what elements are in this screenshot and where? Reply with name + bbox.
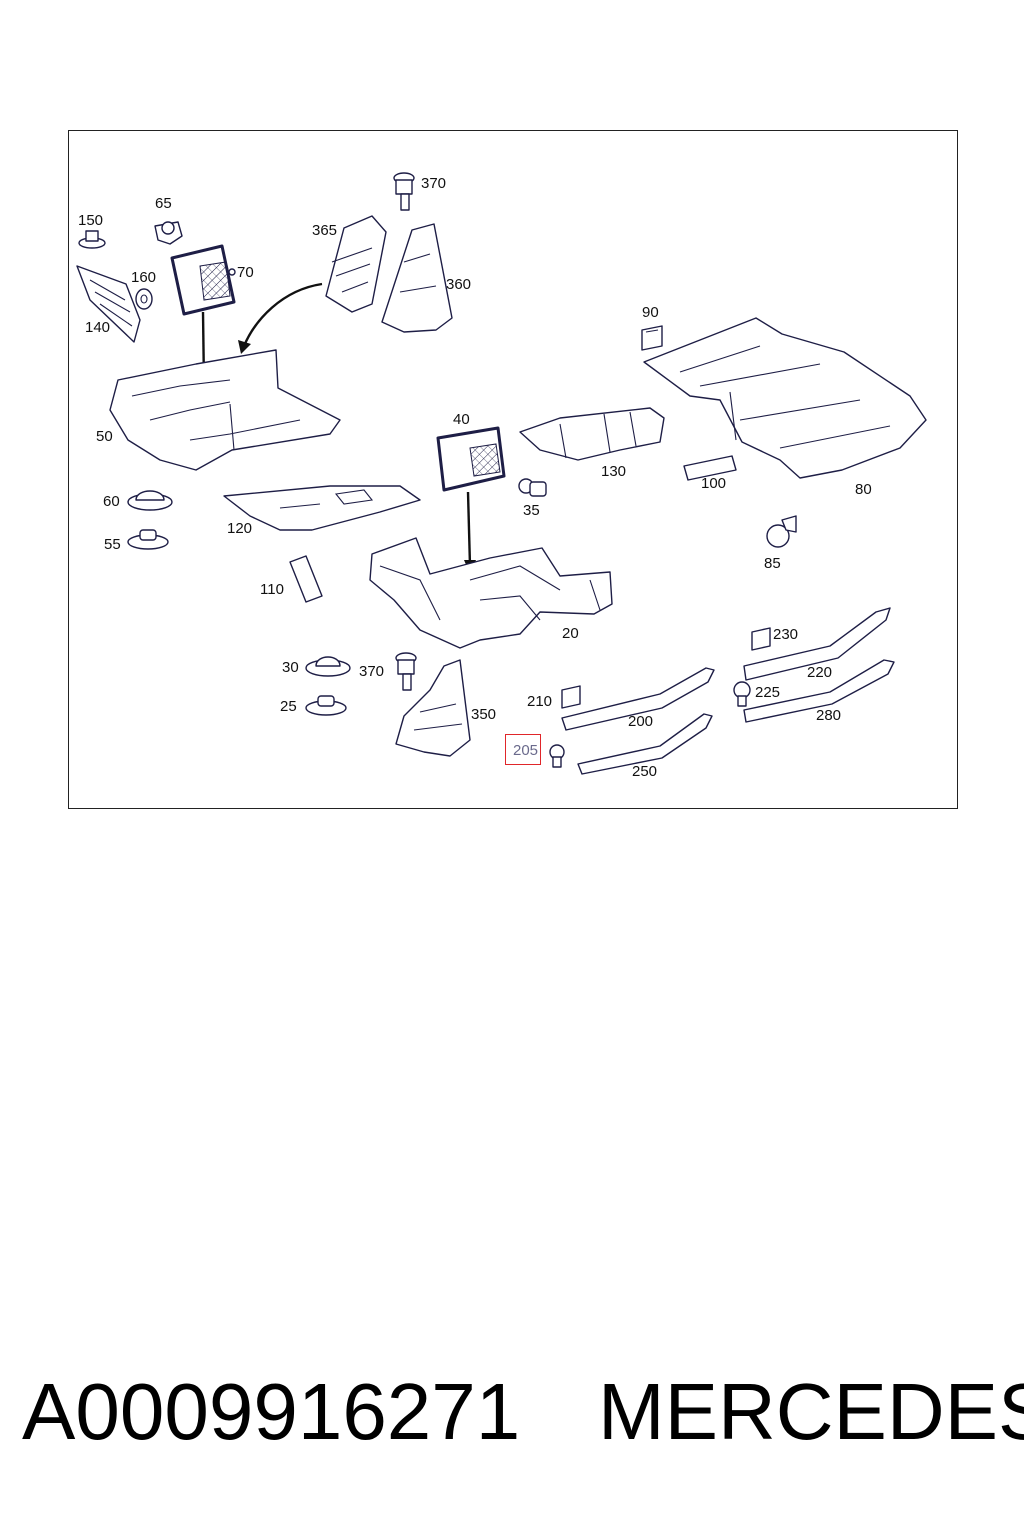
part-140-bracket: [76, 265, 141, 343]
callout-205[interactable]: 205: [513, 742, 539, 759]
callout-50: 50: [96, 428, 113, 445]
part-250-sill: [577, 713, 713, 775]
part-210-clip: [561, 685, 581, 709]
part-90-clip: [641, 325, 663, 351]
part-110-pad: [289, 555, 323, 603]
callout-100: 100: [701, 475, 727, 492]
part-220-sill: [743, 607, 891, 681]
callout-60: 60: [103, 493, 120, 510]
part-200-sill: [561, 667, 715, 731]
part-150-nut: [78, 230, 106, 249]
callout-70: 70: [237, 264, 254, 281]
part-30-cap: [305, 656, 351, 677]
part-80-rear-carpet: [643, 317, 927, 479]
callout-230: 230: [773, 626, 799, 643]
callout-280: 280: [816, 707, 842, 724]
callout-90: 90: [642, 304, 659, 321]
part-25-cap: [305, 695, 347, 716]
part-370-screw-top: [393, 172, 415, 211]
callout-250: 250: [632, 763, 658, 780]
part-20-main-carpet: [369, 537, 613, 649]
callout-65: 65: [155, 195, 172, 212]
callout-85: 85: [764, 555, 781, 572]
callout-120: 120: [227, 520, 253, 537]
callout-40: 40: [453, 411, 470, 428]
callout-365: 365: [312, 222, 338, 239]
part-40-mesh-panel: [436, 426, 506, 492]
part-35-plug: [518, 478, 547, 497]
part-350-side-panel: [395, 659, 471, 757]
callout-350: 350: [471, 706, 497, 723]
callout-200: 200: [628, 713, 654, 730]
callout-140: 140: [85, 319, 111, 336]
part-100-strip: [683, 455, 737, 481]
part-120-insulation: [223, 485, 421, 531]
callout-110: 110: [260, 581, 284, 598]
part-205-clip: [549, 744, 565, 768]
callout-370-top: 370: [421, 175, 447, 192]
part-230-clip: [751, 627, 771, 651]
callout-360: 360: [446, 276, 472, 293]
part-160-grommet: [135, 288, 153, 310]
part-55-cap: [127, 529, 169, 550]
callout-30: 30: [282, 659, 299, 676]
callout-150: 150: [78, 212, 104, 229]
arrow-365: [238, 282, 323, 354]
callout-370-lower: 370: [359, 663, 385, 680]
part-60-cap: [127, 490, 173, 511]
callout-130: 130: [601, 463, 627, 480]
brand-name: MERCEDES: [598, 1367, 1024, 1456]
part-85-push-clip: [766, 515, 797, 548]
callout-225: 225: [755, 684, 781, 701]
footer: A0009916271 MERCEDES: [0, 1372, 1024, 1482]
part-number: A0009916271: [22, 1367, 521, 1456]
part-225-clip: [733, 681, 751, 707]
part-65-clip: [154, 221, 183, 245]
callout-35: 35: [523, 502, 540, 519]
part-70-mesh-panel: [170, 244, 236, 316]
part-365-duct: [325, 215, 387, 313]
callout-20: 20: [562, 625, 579, 642]
part-50-front-carpet: [109, 349, 341, 471]
callout-160: 160: [131, 269, 157, 286]
callout-210: 210: [527, 693, 553, 710]
callout-25: 25: [280, 698, 297, 715]
callout-80: 80: [855, 481, 872, 498]
highlight-box-205: [505, 734, 541, 765]
callout-55: 55: [104, 536, 121, 553]
part-130-tunnel-cover: [519, 407, 665, 461]
part-360-side-panel: [381, 223, 453, 333]
callout-220: 220: [807, 664, 833, 681]
part-280-sill: [743, 659, 895, 723]
part-370-screw-lower: [395, 652, 417, 691]
